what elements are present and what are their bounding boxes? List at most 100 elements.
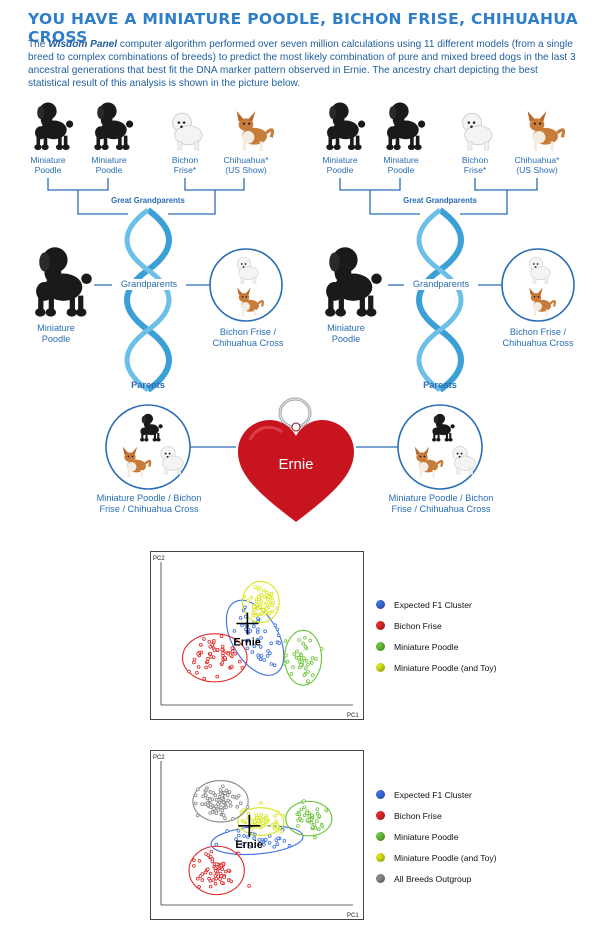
legend-item-miniature-poodle: Miniature Poodle: [376, 826, 497, 847]
data-point: [228, 800, 232, 804]
data-point: [192, 660, 196, 665]
data-point: [267, 610, 271, 615]
legend-item-bichon-frise: Bichon Frise: [376, 805, 497, 826]
ernie-label: Ernie: [235, 839, 263, 851]
data-point: [255, 602, 259, 607]
data-point: [275, 627, 280, 632]
data-point: [192, 657, 197, 662]
data-point: [246, 598, 250, 603]
data-point: [220, 808, 225, 813]
data-point: [216, 808, 221, 812]
data-point: [259, 801, 263, 805]
data-point: [270, 823, 274, 827]
legend-item-bichon-frise: Bichon Frise: [376, 615, 497, 636]
dna-helix-left-icon: [127, 210, 169, 390]
data-point: [211, 639, 216, 643]
data-point: [282, 662, 287, 666]
data-point: [276, 810, 281, 815]
data-point: [236, 851, 241, 856]
data-point: [198, 643, 203, 647]
legend-label: Bichon Frise: [394, 620, 442, 631]
data-point: [213, 793, 218, 798]
data-point: [230, 664, 234, 669]
data-point: [220, 867, 224, 871]
data-point: [260, 611, 265, 616]
data-point: [221, 800, 226, 805]
data-point: [250, 818, 255, 823]
data-point: [308, 638, 313, 643]
legend-swatch: [376, 663, 385, 672]
data-point: [256, 597, 261, 602]
legend-swatch: [376, 621, 385, 630]
data-point: [224, 805, 229, 809]
data-point: [237, 833, 241, 838]
data-point: [214, 862, 219, 866]
data-point: [270, 609, 275, 614]
data-point: [300, 819, 304, 823]
data-point: [262, 843, 266, 847]
legend-label: Bichon Frise: [394, 810, 442, 821]
data-point: [204, 788, 209, 792]
dog-name-on-tag: Ernie: [278, 456, 314, 473]
data-point: [223, 791, 227, 795]
data-point: [289, 672, 294, 676]
cluster-ellipse-miniature-poodle-and-toy: [237, 807, 285, 836]
data-point: [305, 811, 309, 816]
data-point: [319, 647, 324, 651]
data-point: [264, 816, 268, 821]
data-point: [253, 585, 258, 589]
data-point: [272, 663, 277, 667]
data-point: [238, 616, 243, 620]
data-point: [219, 874, 223, 878]
data-point: [193, 801, 198, 806]
data-point: [269, 641, 273, 646]
data-point: [202, 676, 206, 681]
data-point: [208, 664, 212, 668]
data-point: [215, 674, 219, 679]
data-point: [265, 593, 269, 598]
data-point: [208, 879, 213, 883]
series-expected-f1-cluster: [225, 599, 285, 676]
cluster-ellipse-all-breeds-outgroup: [192, 780, 249, 823]
ggp-right-4-label: Chihuahua* (US Show): [514, 155, 560, 175]
grandparents-heading-left: Grandparents: [112, 279, 186, 290]
legend-item-miniature-poodle-and-toy: Miniature Poodle (and Toy): [376, 657, 497, 678]
data-point: [196, 787, 200, 792]
data-point: [211, 878, 215, 882]
legend-swatch: [376, 811, 385, 820]
data-point: [208, 790, 213, 794]
data-point: [245, 805, 250, 809]
data-point: [198, 874, 203, 878]
data-point: [221, 784, 225, 789]
ggp-right-1-label: Miniature Poodle: [322, 155, 358, 175]
data-point: [220, 647, 224, 652]
data-point: [252, 836, 256, 840]
data-point: [257, 838, 262, 842]
data-point: [277, 641, 281, 645]
legend-item-expected-f1-cluster: Expected F1 Cluster: [376, 594, 497, 615]
legend-swatch: [376, 790, 385, 799]
parents-heading-right: Parents: [423, 380, 457, 390]
data-point: [272, 845, 276, 849]
data-point: [283, 639, 288, 643]
ggp-left-2-label: Miniature Poodle: [91, 155, 127, 175]
great-grandparents-heading-right: Great Grandparents: [403, 196, 477, 205]
data-point: [264, 610, 268, 615]
data-point: [238, 826, 242, 830]
data-point: [218, 877, 222, 881]
data-point: [221, 651, 225, 655]
data-point: [203, 870, 208, 875]
data-point: [212, 806, 216, 811]
data-point: [197, 885, 201, 889]
legend-item-all-breeds-outgroup: All Breeds Outgroup: [376, 868, 497, 889]
data-point: [205, 867, 210, 871]
data-point: [208, 884, 213, 889]
ggp-left-2-poodle-icon: [94, 102, 134, 151]
data-point: [223, 656, 227, 660]
data-point: [259, 654, 264, 658]
data-point: [303, 666, 308, 671]
data-point: [235, 804, 240, 809]
data-point: [202, 637, 206, 641]
